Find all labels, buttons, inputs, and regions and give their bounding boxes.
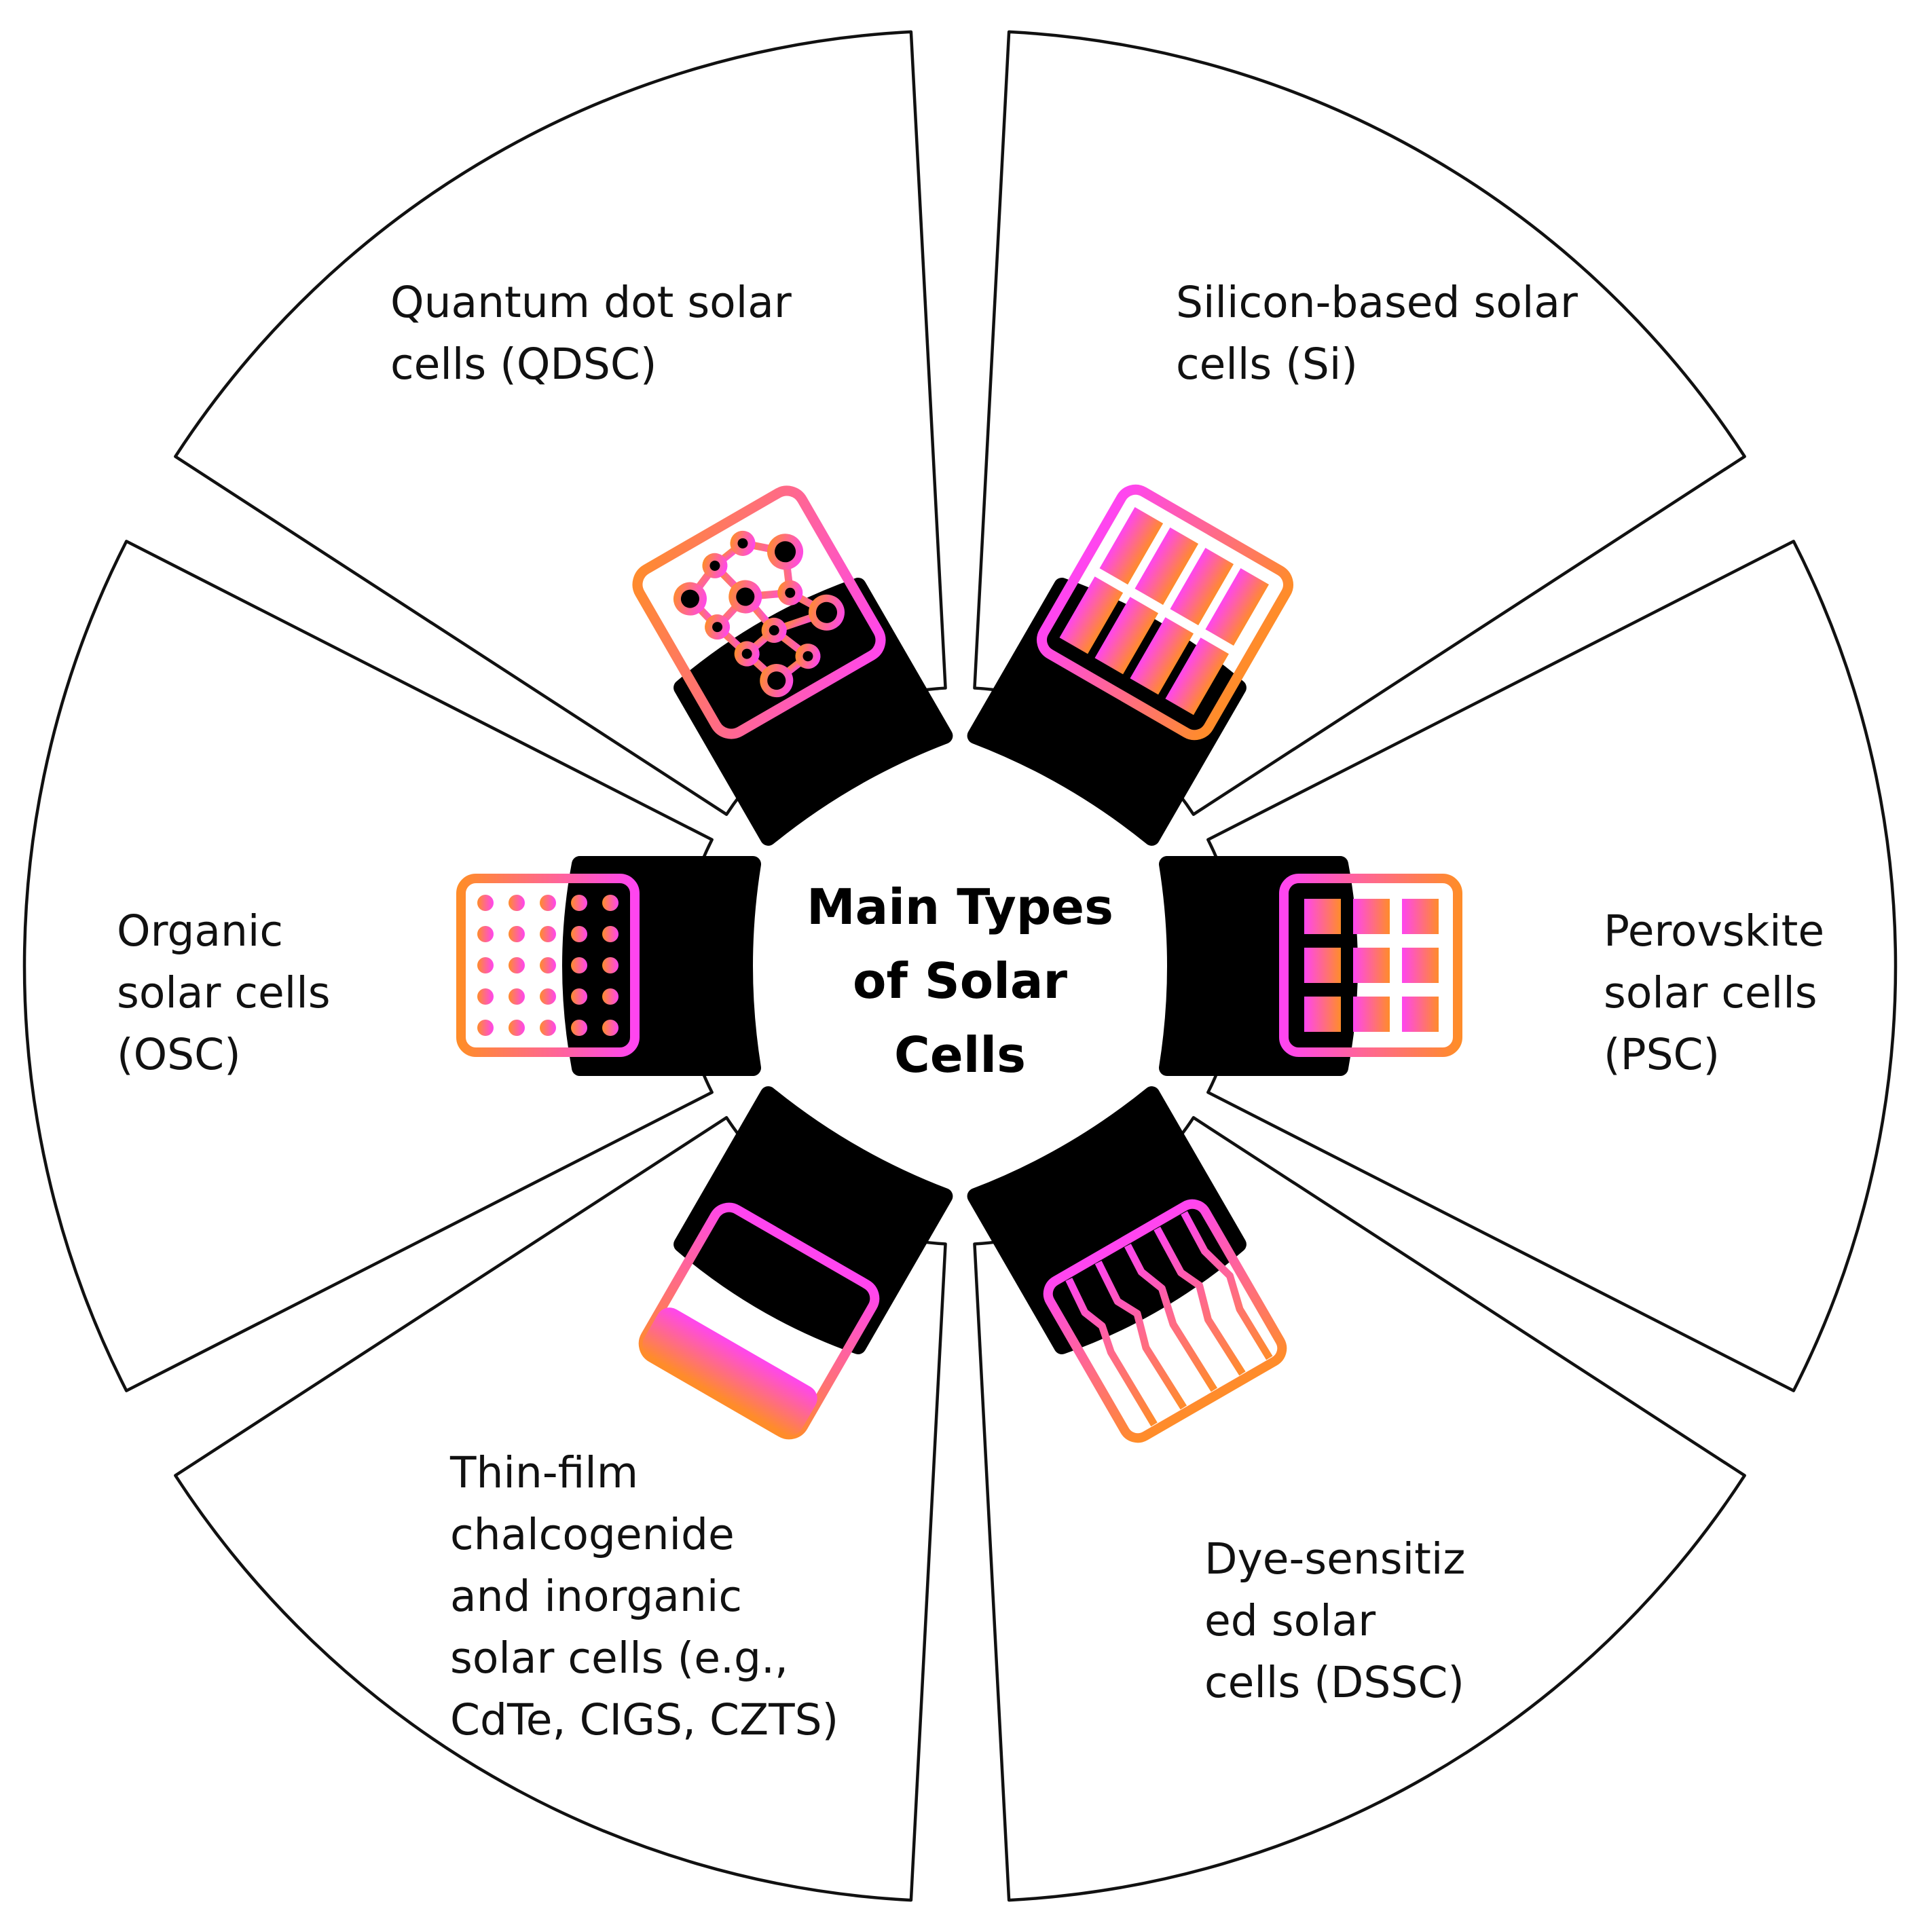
organic-dot xyxy=(509,988,525,1005)
label-line: Dye-sensitiz xyxy=(1204,1534,1466,1584)
label-line: CdTe, CIGS, CZTS) xyxy=(450,1695,839,1745)
thin-film-layers-icon xyxy=(638,1202,880,1440)
label-line: solar cells xyxy=(1604,968,1817,1018)
organic-dot xyxy=(602,988,619,1005)
hub-tile-osc xyxy=(562,856,761,1076)
organic-dot xyxy=(602,895,619,911)
organic-dot xyxy=(571,1020,587,1036)
organic-dot xyxy=(571,926,587,942)
organic-dot xyxy=(477,926,494,942)
organic-dot xyxy=(477,895,494,911)
label-line: Quantum dot solar xyxy=(390,278,792,327)
hub-tile-psc xyxy=(1159,856,1358,1076)
label-line: cells (DSSC) xyxy=(1204,1658,1464,1707)
organic-dot xyxy=(540,988,556,1005)
organic-dots-icon xyxy=(456,874,640,1057)
segments-layer xyxy=(22,30,1898,1902)
organic-dot xyxy=(540,957,556,973)
label-line: Thin-film xyxy=(450,1448,639,1498)
label-line: ed solar xyxy=(1204,1596,1376,1646)
organic-dot xyxy=(477,957,494,973)
label-line: cells (QDSC) xyxy=(390,339,657,389)
organic-dot xyxy=(602,957,619,973)
organic-dot xyxy=(477,1020,494,1036)
label-dssc: Dye-sensitiz ed solar cells (DSSC) xyxy=(1204,1528,1465,1713)
organic-dot xyxy=(540,1020,556,1036)
organic-dot xyxy=(540,926,556,942)
label-line: Perovskite xyxy=(1604,906,1825,956)
label-line: Organic xyxy=(117,906,284,956)
label-line: solar cells (e.g., xyxy=(450,1633,789,1683)
label-line: and inorganic xyxy=(450,1572,742,1621)
label-line: (OSC) xyxy=(117,1030,241,1079)
label-line: cells (Si) xyxy=(1176,339,1358,389)
perovskite-grid-icon xyxy=(1279,874,1462,1057)
label-thin-film: Thin-film chalcogenide and inorganic sol… xyxy=(450,1442,838,1751)
quantum-dot-lattice-icon xyxy=(632,485,886,739)
title-line: Main Types xyxy=(807,878,1113,935)
organic-dot xyxy=(509,926,525,942)
label-line: chalcogenide xyxy=(450,1510,735,1559)
icons-layer xyxy=(456,484,1462,1443)
organic-dot xyxy=(509,957,525,973)
label-line: Silicon-based solar xyxy=(1176,278,1578,327)
organic-dot xyxy=(477,988,494,1005)
diagram-title: Main Types of Solar Cells xyxy=(790,870,1130,1092)
silicon-panel-icon xyxy=(1037,484,1293,741)
organic-dot xyxy=(509,895,525,911)
label-qdsc: Quantum dot solar cells (QDSC) xyxy=(390,272,792,395)
label-line: solar cells xyxy=(117,968,331,1018)
label-psc: Perovskite solar cells (PSC) xyxy=(1604,900,1824,1085)
organic-dot xyxy=(571,957,587,973)
organic-dot xyxy=(540,895,556,911)
title-line: of Solar xyxy=(853,952,1067,1009)
organic-dot xyxy=(571,988,587,1005)
organic-dot xyxy=(509,1020,525,1036)
label-line: (PSC) xyxy=(1604,1030,1720,1079)
organic-dot xyxy=(571,895,587,911)
label-si: Silicon-based solar cells (Si) xyxy=(1176,272,1578,395)
dye-sensitized-stripes-icon xyxy=(1043,1199,1287,1443)
hub-tile-thin-film xyxy=(673,1086,953,1354)
label-osc: Organic solar cells (OSC) xyxy=(117,900,331,1085)
organic-dot xyxy=(602,926,619,942)
title-line: Cells xyxy=(894,1026,1026,1083)
organic-dot xyxy=(602,1020,619,1036)
